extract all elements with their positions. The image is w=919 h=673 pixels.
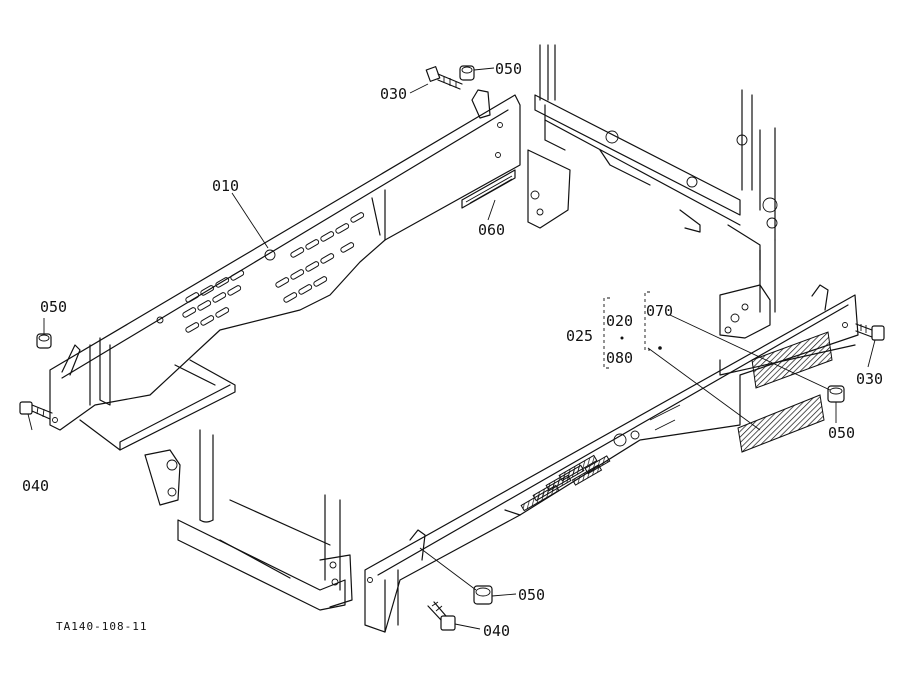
nut-050-top [459,65,475,81]
callout-010: 010 [212,177,239,195]
bolt-040-left [19,401,53,420]
callout-040-left: 040 [22,477,49,495]
callout-040-bottom: 040 [483,622,510,640]
callout-050-top: 050 [495,60,522,78]
front-frame [144,429,353,611]
right-rail [364,284,859,633]
drawing-code: TA140-108-11 [56,620,147,633]
callout-050-right: 050 [828,424,855,442]
decal-070 [751,331,833,389]
callout-025: 025 [566,327,593,345]
rail-perforations [182,212,365,333]
callout-080: 080 [606,349,633,367]
nut-050-left [36,333,52,349]
part-060-strip [461,169,516,209]
callout-070: 070 [646,302,673,320]
bolt-030-top [425,66,463,90]
callout-labels: 010 020 025 030 030 040 040 050 050 050 … [22,60,883,640]
callout-050-left: 050 [40,298,67,316]
bolt-030-right [855,323,885,341]
right-rail-slots [520,454,611,512]
nut-050-bottom [473,585,493,605]
callout-050-bottom: 050 [518,586,545,604]
decal-080 [737,394,825,453]
leader-lines [27,67,876,630]
rear-frame [527,44,778,339]
callout-030-right: 030 [856,370,883,388]
nut-050-right [827,385,845,403]
fasteners [19,65,885,631]
callout-030-top: 030 [380,85,407,103]
part-010-left-rail [49,89,521,451]
callout-060: 060 [478,221,505,239]
bolt-040-bottom [427,601,456,631]
callout-020: 020 [606,312,633,330]
